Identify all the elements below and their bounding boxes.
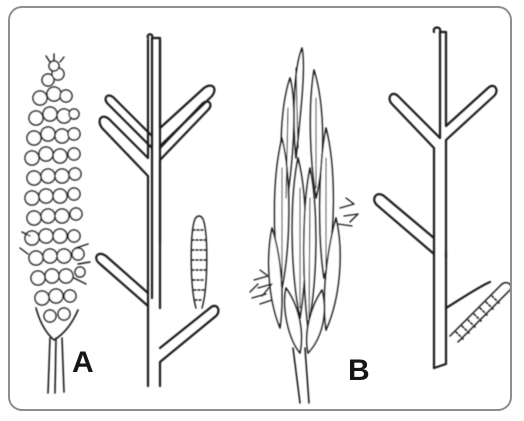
- catkin-a: [191, 216, 207, 308]
- panel-label-a: A: [72, 346, 94, 380]
- spike-illustration-a: [20, 54, 90, 393]
- branch-outline-b: [374, 28, 496, 369]
- catkin-b: [450, 283, 511, 342]
- spike-illustration-b: [250, 48, 358, 403]
- figure-frame: A B: [8, 6, 512, 411]
- panel-label-b: B: [348, 354, 370, 388]
- branch-outline-a: [96, 34, 218, 386]
